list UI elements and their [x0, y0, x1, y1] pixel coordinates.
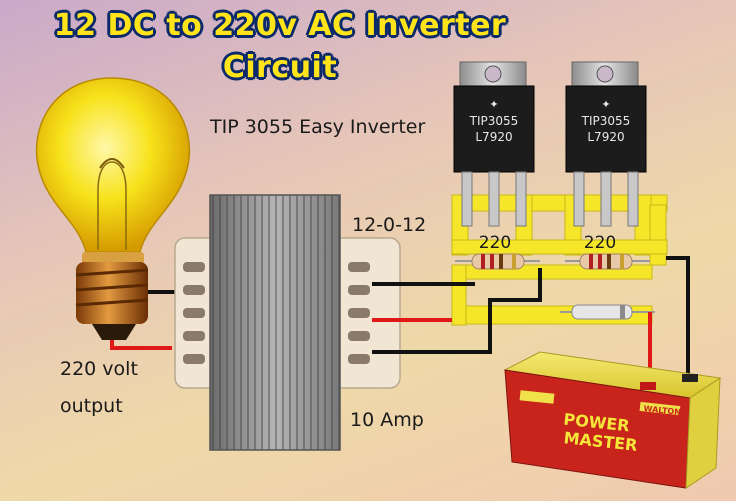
output-label-line2: output — [60, 395, 123, 417]
transformer-rating: 12-0-12 — [352, 214, 427, 236]
wire-bulb-red — [110, 340, 172, 350]
title-line-2: Circuit — [222, 50, 338, 85]
wire-black-2 — [372, 268, 542, 354]
svg-text:✦: ✦ — [601, 98, 610, 111]
transistor-1: ✦ TIP3055 L7920 — [453, 61, 535, 227]
resistor-1-label: 220 — [479, 233, 511, 253]
current-rating: 10 Amp — [350, 409, 424, 431]
resistor-1-icon — [455, 253, 540, 270]
light-bulb-icon — [35, 77, 191, 340]
battery-maker: WALTON — [643, 404, 681, 417]
transformer-icon — [174, 194, 401, 451]
battery-icon: POWER MASTER WALTON — [503, 351, 722, 489]
transistor-1-code: L7920 — [475, 130, 512, 144]
resistor-2-label: 220 — [584, 233, 616, 253]
output-label-line1: 220 volt — [60, 358, 138, 380]
transistor-1-marking: TIP3055 — [469, 114, 519, 128]
resistor-2-icon — [565, 253, 650, 270]
diode-icon — [560, 304, 655, 320]
subtitle: TIP 3055 Easy Inverter — [210, 116, 426, 138]
wire-black-battery — [666, 256, 690, 385]
transistor-2: ✦ TIP3055 L7920 — [565, 61, 647, 227]
svg-text:✦: ✦ — [489, 98, 498, 111]
title-line-1: 12 DC to 220v AC Inverter — [53, 8, 507, 43]
transistor-2-code: L7920 — [587, 130, 624, 144]
transistor-2-marking: TIP3055 — [581, 114, 631, 128]
